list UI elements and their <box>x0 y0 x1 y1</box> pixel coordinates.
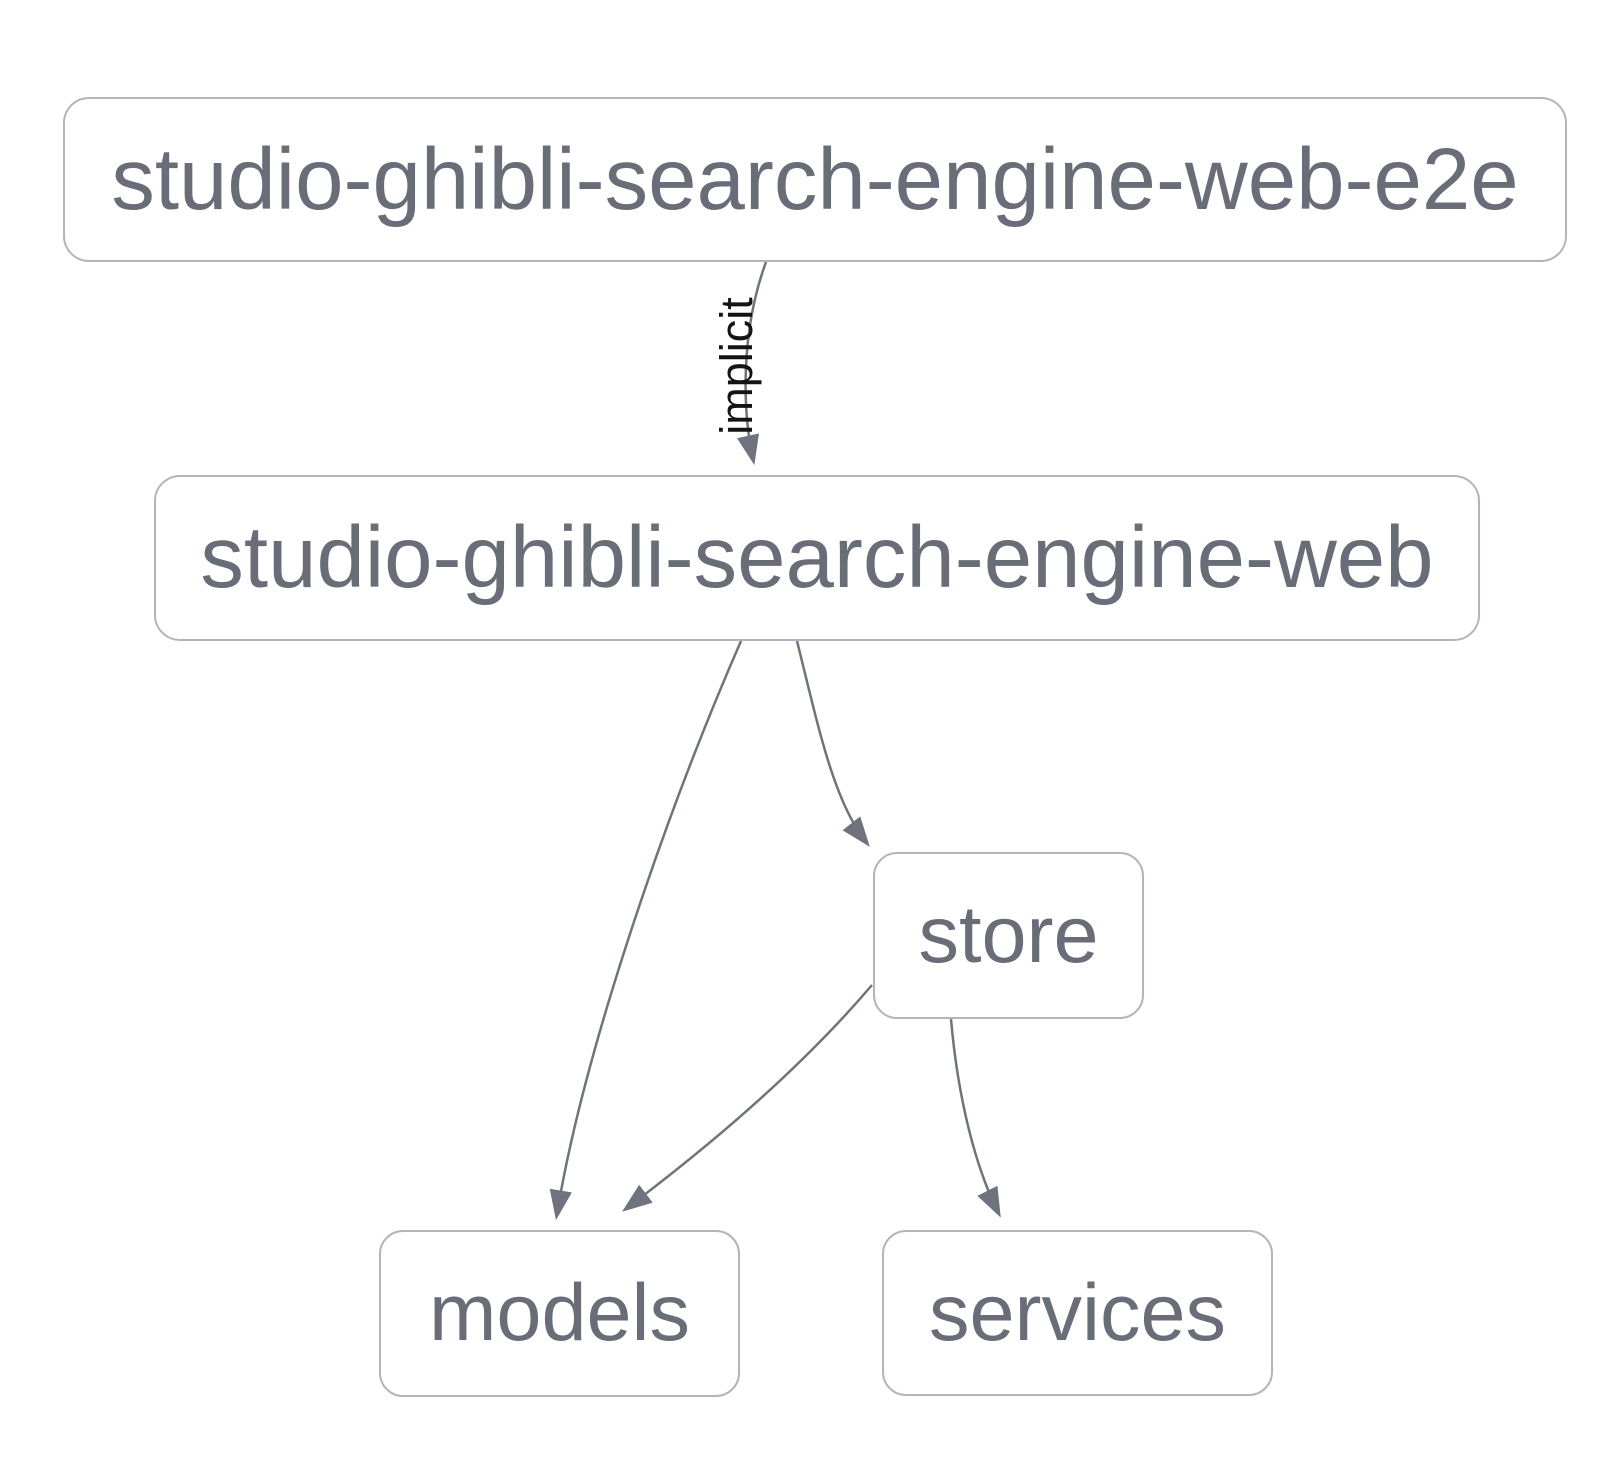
node-services[interactable]: services <box>882 1230 1273 1396</box>
node-label: studio-ghibli-search-engine-web-e2e <box>111 130 1519 228</box>
edge-store-to-services <box>949 1018 1001 1218</box>
edge-store-to-models <box>622 984 873 1212</box>
node-models[interactable]: models <box>379 1230 740 1397</box>
edge-label-implicit: implicit <box>711 297 762 435</box>
edge-web-to-store <box>795 640 870 847</box>
node-store[interactable]: store <box>873 852 1144 1019</box>
node-label: studio-ghibli-search-engine-web <box>200 509 1434 606</box>
node-label: models <box>428 1268 691 1358</box>
node-studio-ghibli-search-engine-web-e2e[interactable]: studio-ghibli-search-engine-web-e2e <box>63 97 1567 262</box>
edge-web-to-models <box>549 640 743 1221</box>
edge-e2e-to-web <box>737 261 768 466</box>
node-label: services <box>928 1267 1227 1358</box>
node-studio-ghibli-search-engine-web[interactable]: studio-ghibli-search-engine-web <box>154 475 1480 641</box>
node-label: store <box>918 890 1099 980</box>
